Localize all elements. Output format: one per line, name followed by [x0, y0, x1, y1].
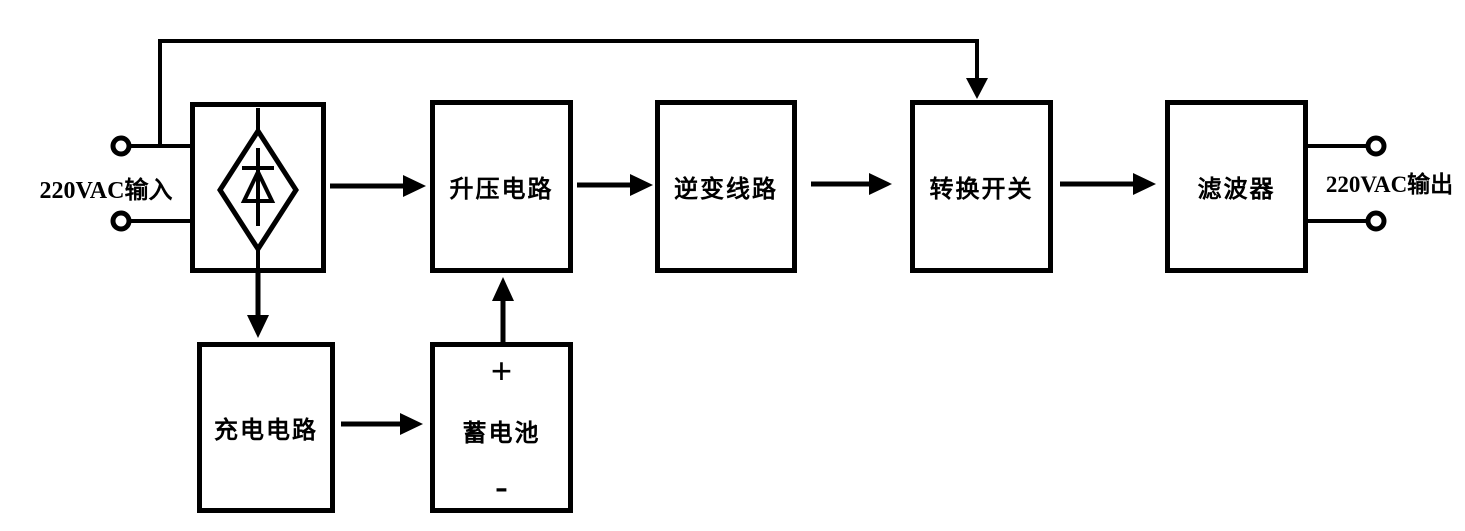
filter-label: 滤波器 [1197, 177, 1276, 203]
boost-circuit-label: 升压电路 [449, 177, 554, 203]
charger-circuit-label: 充电电路 [214, 418, 318, 444]
output-terminal-lower-icon [1306, 210, 1387, 232]
output-terminal-upper-icon [1306, 135, 1387, 157]
block-rectifier [190, 102, 326, 273]
bypass-arrowhead-icon [966, 78, 988, 99]
input-terminal-upper-icon [110, 135, 192, 157]
inverter-circuit-label: 逆变线路 [674, 177, 778, 203]
input-voltage-label: 220VAC输入 [39, 178, 173, 204]
block-filter: 滤波器 [1165, 100, 1308, 273]
block-charger-circuit: 充电电路 [197, 342, 335, 513]
battery-positive-label: + [490, 351, 513, 393]
arrow-boost-to-inverter [577, 174, 653, 196]
arrow-charger-to-battery [341, 413, 423, 435]
battery-negative-label: - [495, 466, 508, 508]
block-boost-circuit: 升压电路 [430, 100, 573, 273]
input-terminal-lower-icon [110, 210, 192, 232]
block-inverter-circuit: 逆变线路 [655, 100, 797, 273]
block-transfer-switch: 转换开关 [910, 100, 1053, 273]
arrow-inverter-to-transfer [811, 173, 892, 195]
arrow-battery-to-boost [492, 277, 514, 342]
arrow-rectifier-to-charger [247, 273, 269, 338]
output-voltage-label: 220VAC输出 [1325, 172, 1454, 197]
transfer-switch-label: 转换开关 [929, 177, 1034, 203]
arrow-rectifier-to-boost [330, 175, 426, 197]
block-battery: + 蓄电池 - [430, 342, 573, 513]
arrow-transfer-to-filter [1060, 173, 1156, 195]
battery-label: 蓄电池 [462, 421, 541, 447]
